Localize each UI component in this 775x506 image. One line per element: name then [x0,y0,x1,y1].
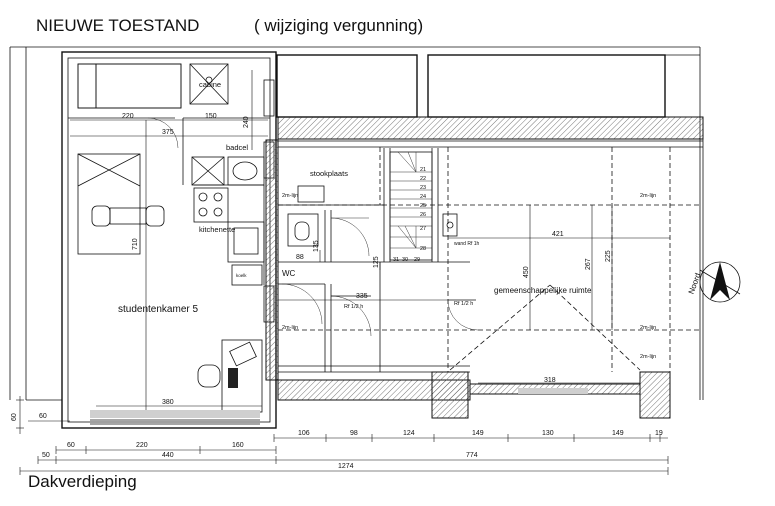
stair-step: 28 [420,246,426,252]
line-2m-e: 2m-lijn [640,354,656,360]
dim-380: 380 [162,399,174,406]
stair-step: 26 [420,212,426,218]
dim-240: 240 [243,116,250,128]
stair-step: 27 [420,226,426,232]
label-kitchenette: kitchenette [199,225,235,234]
label-studentenkamer: studentenkamer 5 [118,304,198,315]
stair-step: 21 [420,167,426,173]
dim-130: 130 [542,430,554,437]
dim-19: 19 [655,430,663,437]
dim-135: 135 [313,240,320,252]
exterior-dimensions: 60 60 106 98 124 149 130 149 19 60 220 1… [11,396,669,475]
label-koelkast: koelk [236,273,247,278]
label-wand: wand Rf 1h [454,241,480,247]
stair-step: 23 [420,185,426,191]
dim-50: 50 [42,452,50,459]
line-2m-b: 2m-lijn [282,325,298,331]
annotations: 2m-lijn 2m-lijn 2m-lijn 2m-lijn 2m-lijn … [282,193,656,360]
dim-267: 267 [585,258,592,270]
stair-step: 31 [393,257,399,263]
label-stookplaats: stookplaats [310,169,348,178]
dim-60-left: 60 [11,413,18,421]
floor-label: Dakverdieping [28,472,137,491]
line-2m-d: 2m-lijn [640,325,656,331]
label-gemeenschappelijke: gemeenschappelijke ruimte [494,286,592,295]
dim-225: 225 [605,250,612,262]
stair-step: 22 [420,176,426,182]
stair-step: 30 [402,257,408,263]
dim-106: 106 [298,430,310,437]
stair-numbers: 21 22 23 24 25 26 27 28 29 30 31 [393,167,426,263]
dim-375: 375 [162,129,174,136]
label-wc: WC [282,269,296,278]
dim-125: 125 [373,256,380,268]
dim-160: 160 [232,442,244,449]
dim-124: 124 [403,430,415,437]
dim-450: 450 [523,266,530,278]
door-rating-a: Rf 1/2 h [344,304,363,310]
label-cabine: cabine [199,80,221,89]
dim-150: 150 [205,113,217,120]
dim-421: 421 [552,231,564,238]
dim-149-a: 149 [472,430,484,437]
interior-dimensions: 220 150 240 375 710 135 88 125 335 380 4… [70,70,670,410]
dim-774: 774 [466,452,478,459]
line-2m-a: 2m-lijn [282,193,298,199]
student-room-block [61,51,277,429]
dim-335: 335 [356,293,368,300]
dim-440: 440 [162,452,174,459]
label-badcel: badcel [226,143,248,152]
stair-step: 24 [420,194,426,200]
dim-98: 98 [350,430,358,437]
plan-title: NIEUWE TOESTAND [36,16,199,35]
door-rating-b: Rf 1/2 h [454,301,473,307]
stair-step: 29 [414,257,420,263]
dim-318: 318 [544,377,556,384]
dim-1274: 1274 [338,463,354,470]
north-arrow: Noord [687,261,741,303]
dim-88: 88 [296,254,304,261]
line-2m-c: 2m-lijn [640,193,656,199]
dim-710: 710 [132,238,139,250]
dim-220-top: 220 [122,113,134,120]
plan-subtitle: ( wijziging vergunning) [254,16,423,35]
stair-step: 25 [420,203,426,209]
dim-60-bottom: 60 [39,413,47,420]
dim-60-row2: 60 [67,442,75,449]
common-area-block [265,116,704,419]
dim-149-b: 149 [612,430,624,437]
room-labels: cabine badcel kitchenette koelk studente… [118,80,592,315]
dim-220-row2: 220 [136,442,148,449]
